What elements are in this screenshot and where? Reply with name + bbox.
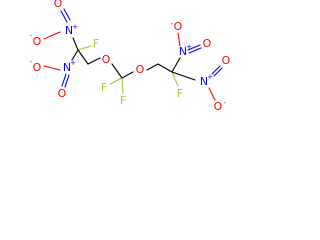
bond-cf2-o-right [121,71,134,79]
charge-n-top-right: + [186,43,192,51]
atom-n-mid-right: N [200,75,208,88]
atom-o-mid-left-1: O [33,61,42,74]
atom-o-top-right-2: O [203,37,212,50]
bond-n-o-upper-left-b [63,8,71,21]
atom-o-top-left-1: O [33,35,42,48]
bond-n-o-mid-left-2b [64,74,70,88]
bond-o-cf2-left [111,63,123,79]
bond-cf2-f-right [121,77,124,94]
molecule-svg: O - N + O F - O N + O O F F O - O N + O … [30,0,231,113]
atom-o-top-right-1: O [174,20,183,33]
atom-f-center-left: F [101,81,107,94]
bond-n-c1-left [72,37,79,51]
atom-f-center-right: F [120,94,126,107]
charge-n-top-left: + [72,23,78,31]
bond-c1-ch2-left [77,49,89,65]
bond-n-o-mid-left-1 [43,65,61,71]
bond-ch2-o-left [87,57,101,65]
atom-o-mid-left-2: O [58,87,67,100]
charge-o-mid-left-1: - [30,58,33,66]
atom-n-top-left: N [65,24,73,37]
bond-n-o-mid-right-1b [213,67,223,77]
bond-n-o-top-right-2b [188,47,202,54]
bond-c2-n-mid-right [171,71,196,81]
bond-cf2-f-left [109,77,123,85]
charge-o-mid-right-2: - [224,99,227,107]
bond-c1-f-left [77,45,92,51]
bond-n-o-mid-right-2 [208,87,216,101]
atom-o-mid-right-2: O [214,100,223,113]
bond-o-ch2-right [146,63,159,71]
charge-o-top-left-1: - [30,32,33,40]
bond-c2-f-right [171,71,179,87]
atom-f-top-left: F [93,37,99,50]
atom-o-ether-left: O [102,53,111,66]
bond-c1-n-mid-left [71,49,79,61]
bond-n-o-upper-left-a [60,10,68,23]
bond-o-n-left-top [43,31,61,40]
bond-n-o-top-right-2a [187,44,201,51]
atom-o-top-left-2: O [54,0,63,10]
charge-o-top-right-1: - [171,20,174,28]
atom-n-top-right: N [179,45,187,58]
bond-n-o-mid-left-2a [61,73,67,87]
bond-c2-n-top-right [171,57,181,73]
atom-f-right: F [177,87,183,100]
charge-n-mid-right: + [207,73,213,81]
atom-o-ether-right: O [136,63,145,76]
bond-n-o-top-right-1 [177,32,181,47]
atom-n-mid-left: N [63,61,71,74]
charge-n-mid-left: + [70,59,76,67]
atom-o-mid-right-1: O [222,54,231,67]
bond-n-o-mid-right-1a [211,65,221,75]
structure-diagram: O - N + O F - O N + O O F F O - O N + O … [30,0,231,113]
bond-ch2-c2-right [157,63,173,73]
